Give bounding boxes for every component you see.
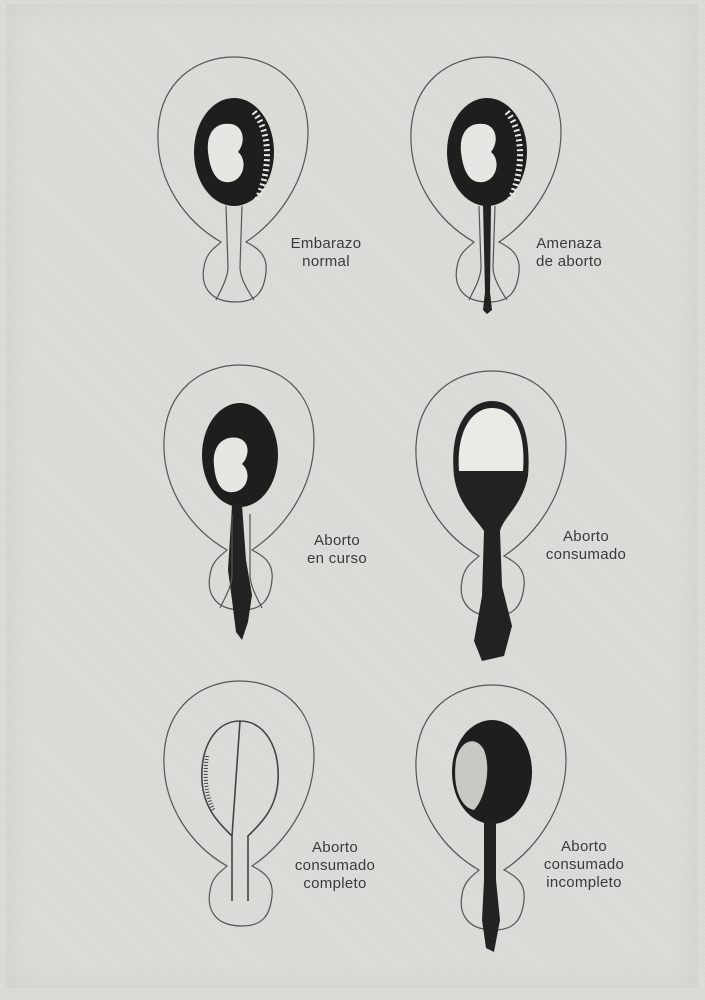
caption-line: Aborto xyxy=(275,839,395,857)
caption-line: Aborto xyxy=(277,532,397,550)
empty-uterine-cavity xyxy=(202,721,278,901)
caption-line: de aborto xyxy=(509,253,629,271)
caption-line: consumado xyxy=(526,546,646,564)
caption-line: Aborto xyxy=(526,528,646,546)
caption-line: Embarazo xyxy=(266,235,386,253)
caption-consummated: Aborto consumado xyxy=(526,528,646,564)
caption-line: completo xyxy=(275,875,395,893)
caption-normal: Embarazo normal xyxy=(266,235,386,271)
caption-line: Amenaza xyxy=(509,235,629,253)
bleeding-trail xyxy=(482,820,500,952)
uterus-in-progress-drawing xyxy=(152,360,402,650)
stage-threat-panel: Amenaza de aborto xyxy=(399,52,705,372)
uterus-normal-drawing xyxy=(146,52,396,312)
caption-in-progress: Aborto en curso xyxy=(277,532,397,568)
uterus-complete-drawing xyxy=(152,676,402,936)
caption-line: Aborto xyxy=(524,838,644,856)
caption-incomplete: Aborto consumado incompleto xyxy=(524,838,644,892)
caption-threat: Amenaza de aborto xyxy=(509,235,629,271)
caption-line: incompleto xyxy=(524,874,644,892)
stage-consummated-panel: Aborto consumado xyxy=(404,366,705,686)
caption-line: en curso xyxy=(277,550,397,568)
uterus-incomplete-drawing xyxy=(404,680,654,970)
stage-incomplete-panel: Aborto consumado incompleto xyxy=(404,680,705,1000)
uterus-consummated-drawing xyxy=(404,366,654,666)
bleeding-trail xyxy=(483,204,492,314)
caption-line: normal xyxy=(266,253,386,271)
figure-frame: Embarazo normal Amenaza de aborto xyxy=(6,4,698,988)
caption-complete: Aborto consumado completo xyxy=(275,839,395,893)
embryo xyxy=(214,437,248,492)
caption-line: consumado xyxy=(524,856,644,874)
caption-line: consumado xyxy=(275,857,395,875)
uterus-threat-drawing xyxy=(399,52,649,322)
